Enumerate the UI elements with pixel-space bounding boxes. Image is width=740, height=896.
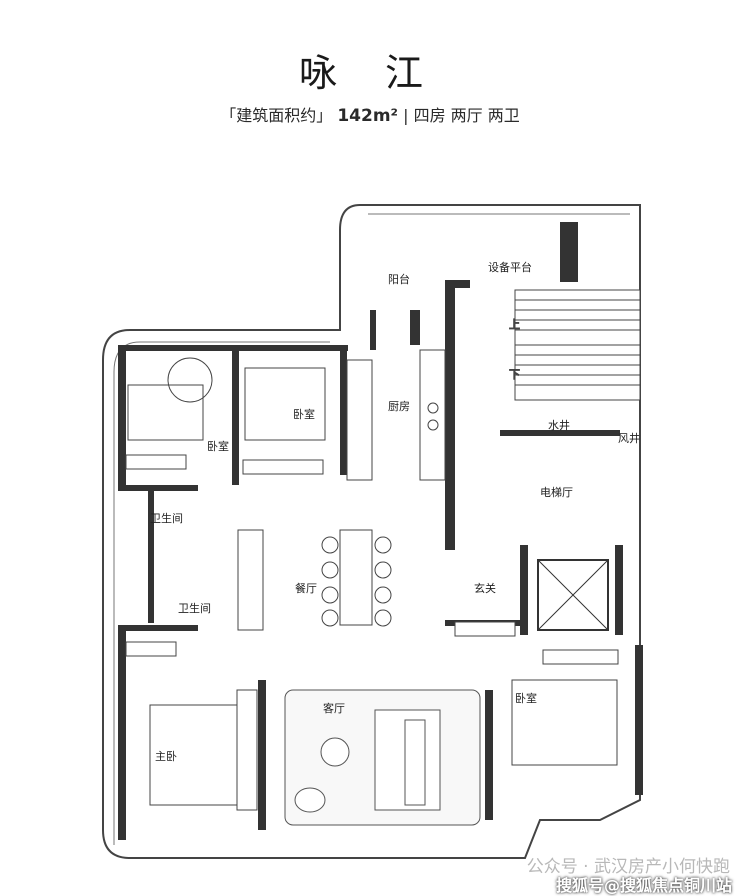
area-label: 「建筑面积约」 [220,106,333,125]
stair-down-label: 下 [509,368,520,381]
plan-title: 咏 江 [298,51,442,95]
kitchen-label: 厨房 [388,400,410,413]
room-summary: | 四房 两厅 两卫 [403,106,520,125]
watermark-wechat: 公众号 · 武汉房产小何快跑 [526,857,730,877]
elevator-shaft [537,559,609,631]
living-area [284,689,481,826]
stair-up-label: 上 [509,318,520,331]
equipment-platform-label: 设备平台 [488,260,532,274]
bathroom-2-label: 卫生间 [178,601,211,615]
elevator-hall-label: 电梯厅 [540,486,573,499]
entrance-label: 玄关 [474,581,496,595]
kitchen-counter [346,349,446,481]
outer-outline [102,204,641,859]
bedroom-se-label: 卧室 [515,691,537,705]
water-well-label: 水井 [548,418,570,432]
area-value: 142m² [337,106,398,126]
wind-well-label: 风井 [618,431,640,445]
stair-block: 上 下 [509,289,641,401]
living-label: 客厅 [323,701,345,715]
wardrobes [125,454,619,811]
dining-table [321,529,392,627]
bathroom-1-label: 卫生间 [150,511,183,525]
watermark-sohu: 搜狐号@搜狐焦点铜川站 [555,876,732,895]
bedroom-n-label: 卧室 [293,407,315,421]
bedroom-nw-label: 卧室 [207,439,229,453]
master-bedroom-label: 主卧 [155,750,177,763]
plan-subtitle: 「建筑面积约」 142m² | 四房 两厅 两卫 [0,102,740,126]
dining-label: 餐厅 [295,581,317,595]
balcony-label: 阳台 [388,272,410,286]
